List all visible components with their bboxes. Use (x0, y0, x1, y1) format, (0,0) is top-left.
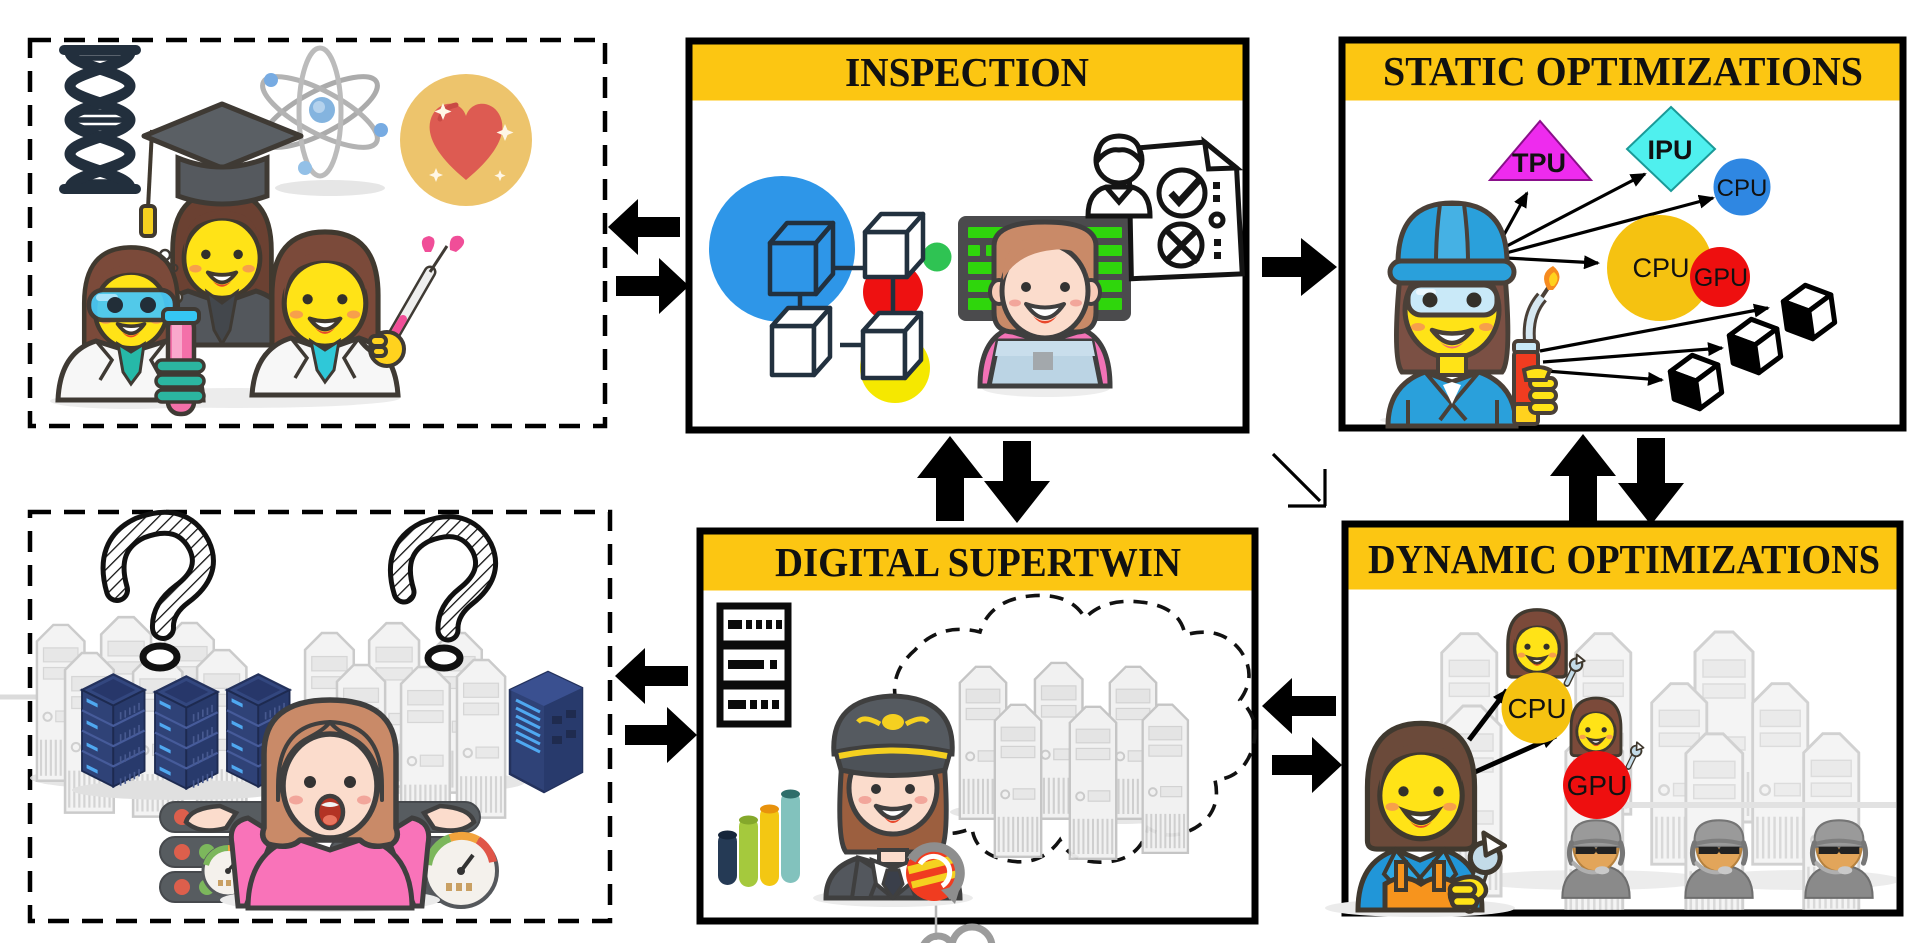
svg-text:CPU: CPU (1717, 175, 1768, 202)
svg-text:GPU: GPU (1694, 264, 1748, 292)
svg-text:TPU: TPU (1512, 148, 1566, 178)
svg-text:GPU: GPU (1567, 770, 1628, 801)
svg-text:DYNAMIC OPTIMIZATIONS: DYNAMIC OPTIMIZATIONS (1368, 536, 1880, 582)
svg-text:STATIC OPTIMIZATIONS: STATIC OPTIMIZATIONS (1383, 48, 1863, 94)
svg-text:IPU: IPU (1647, 135, 1692, 165)
svg-text:CPU: CPU (1632, 253, 1689, 283)
svg-text:INSPECTION: INSPECTION (845, 49, 1089, 95)
svg-text:CPU: CPU (1507, 693, 1566, 724)
svg-text:DIGITAL SUPERTWIN: DIGITAL SUPERTWIN (775, 539, 1181, 585)
